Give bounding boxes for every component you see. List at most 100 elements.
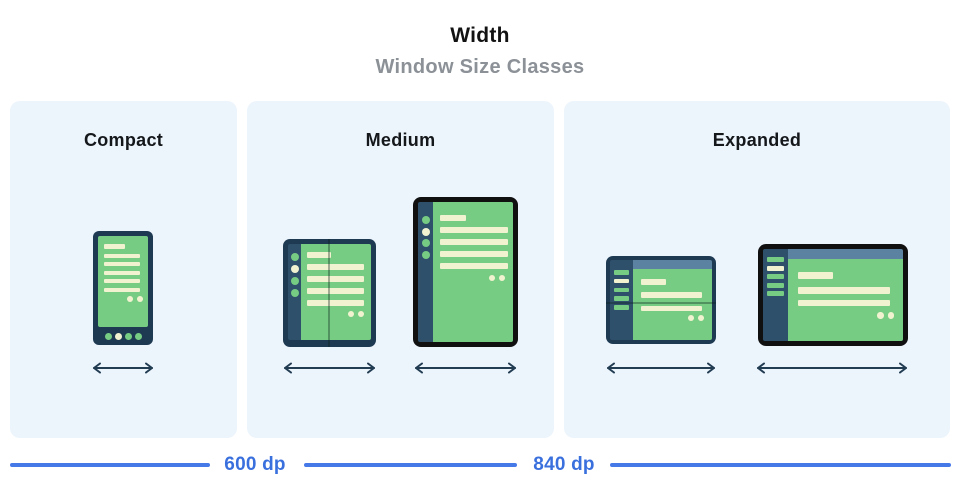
action-dot	[358, 311, 364, 317]
action-dot	[688, 315, 694, 321]
action-dots	[433, 275, 505, 281]
nav-dot	[421, 250, 430, 259]
nav-item	[614, 287, 629, 293]
panel-compact-label: Compact	[83, 130, 164, 150]
action-dots	[98, 295, 143, 302]
diagram-header: Width Window Size Classes	[0, 24, 960, 79]
fold-line	[328, 239, 330, 347]
fold-line	[606, 302, 716, 304]
panel-medium: Medium	[247, 101, 554, 438]
nav-item	[767, 291, 784, 296]
app-top-bar	[633, 260, 712, 269]
action-dot	[698, 315, 704, 321]
text-line	[440, 227, 508, 233]
tablet-screen	[433, 202, 513, 342]
content-area	[633, 269, 712, 340]
nav-dot	[134, 332, 142, 340]
width-range-arrow-icon	[757, 362, 907, 374]
page-title: Width	[450, 24, 510, 47]
text-line	[440, 215, 466, 221]
action-dot	[127, 295, 133, 302]
breakpoint-label-840: 840 dp	[533, 454, 595, 475]
nav-rail	[418, 202, 433, 342]
nav-dot	[290, 289, 299, 297]
action-dot	[489, 275, 495, 281]
width-range-arrow-icon	[415, 362, 516, 374]
text-line	[440, 251, 508, 257]
action-dot	[137, 295, 143, 302]
action-dot	[877, 312, 884, 319]
foldable-open-illustration	[283, 239, 376, 347]
nav-dot	[290, 277, 299, 285]
nav-item	[614, 296, 629, 301]
nav-dot	[421, 216, 430, 224]
foldable-screen	[301, 244, 371, 340]
nav-dot	[290, 253, 299, 261]
nav-item	[767, 282, 784, 288]
nav-dot	[104, 332, 112, 340]
side-nav	[763, 249, 788, 341]
action-dots	[788, 312, 894, 319]
nav-dot	[124, 332, 132, 340]
text-line	[307, 288, 364, 294]
text-line	[798, 287, 890, 294]
text-line	[307, 252, 331, 258]
action-dot	[348, 311, 354, 317]
text-line	[104, 287, 140, 292]
phone-illustration	[93, 231, 153, 345]
tablet-portrait-illustration	[413, 197, 518, 347]
text-line	[104, 279, 140, 283]
text-line	[798, 299, 890, 306]
panel-expanded: Expanded	[564, 101, 950, 438]
tablet-landscape-illustration	[758, 244, 908, 346]
scale-line-segment	[10, 463, 210, 467]
text-line	[104, 244, 125, 249]
scale-line-segment	[304, 463, 517, 467]
action-dots	[633, 315, 704, 321]
panel-expanded-label: Expanded	[712, 130, 802, 150]
app-top-bar	[788, 249, 903, 259]
nav-dot	[290, 265, 299, 273]
nav-item	[767, 257, 784, 262]
phone-nav-bar	[98, 327, 148, 345]
content-area	[788, 259, 903, 341]
text-line	[440, 263, 508, 269]
nav-dot	[421, 227, 430, 236]
width-range-arrow-icon	[93, 362, 153, 374]
text-line	[307, 300, 364, 306]
nav-item	[614, 270, 629, 275]
breakpoint-scale: 600 dp 840 dp	[0, 452, 960, 478]
text-line	[104, 262, 140, 266]
nav-item	[767, 265, 784, 271]
foldable-landscape-illustration	[606, 256, 716, 344]
action-dot	[499, 275, 505, 281]
width-range-arrow-icon	[607, 362, 715, 374]
text-line	[798, 272, 833, 279]
page-subtitle: Window Size Classes	[375, 56, 585, 78]
text-line	[641, 279, 666, 285]
nav-item	[614, 305, 629, 310]
action-dots	[301, 311, 364, 317]
nav-dot	[421, 239, 430, 247]
nav-item	[767, 274, 784, 279]
panel-medium-label: Medium	[365, 130, 436, 150]
scale-line-segment	[610, 463, 951, 467]
width-range-arrow-icon	[284, 362, 375, 374]
text-line	[307, 264, 364, 270]
main-pane	[788, 249, 903, 341]
text-line	[641, 292, 702, 298]
nav-item	[614, 278, 629, 284]
side-nav	[610, 260, 633, 340]
text-line	[104, 270, 140, 275]
phone-screen	[98, 236, 148, 327]
panel-compact: Compact	[10, 101, 237, 438]
text-line	[104, 253, 140, 258]
text-line	[307, 276, 364, 282]
breakpoint-label-600: 600 dp	[224, 454, 286, 475]
nav-dot	[114, 332, 122, 340]
main-pane	[633, 260, 712, 340]
text-line	[641, 305, 702, 311]
action-dot	[887, 312, 894, 319]
nav-rail	[288, 244, 301, 340]
